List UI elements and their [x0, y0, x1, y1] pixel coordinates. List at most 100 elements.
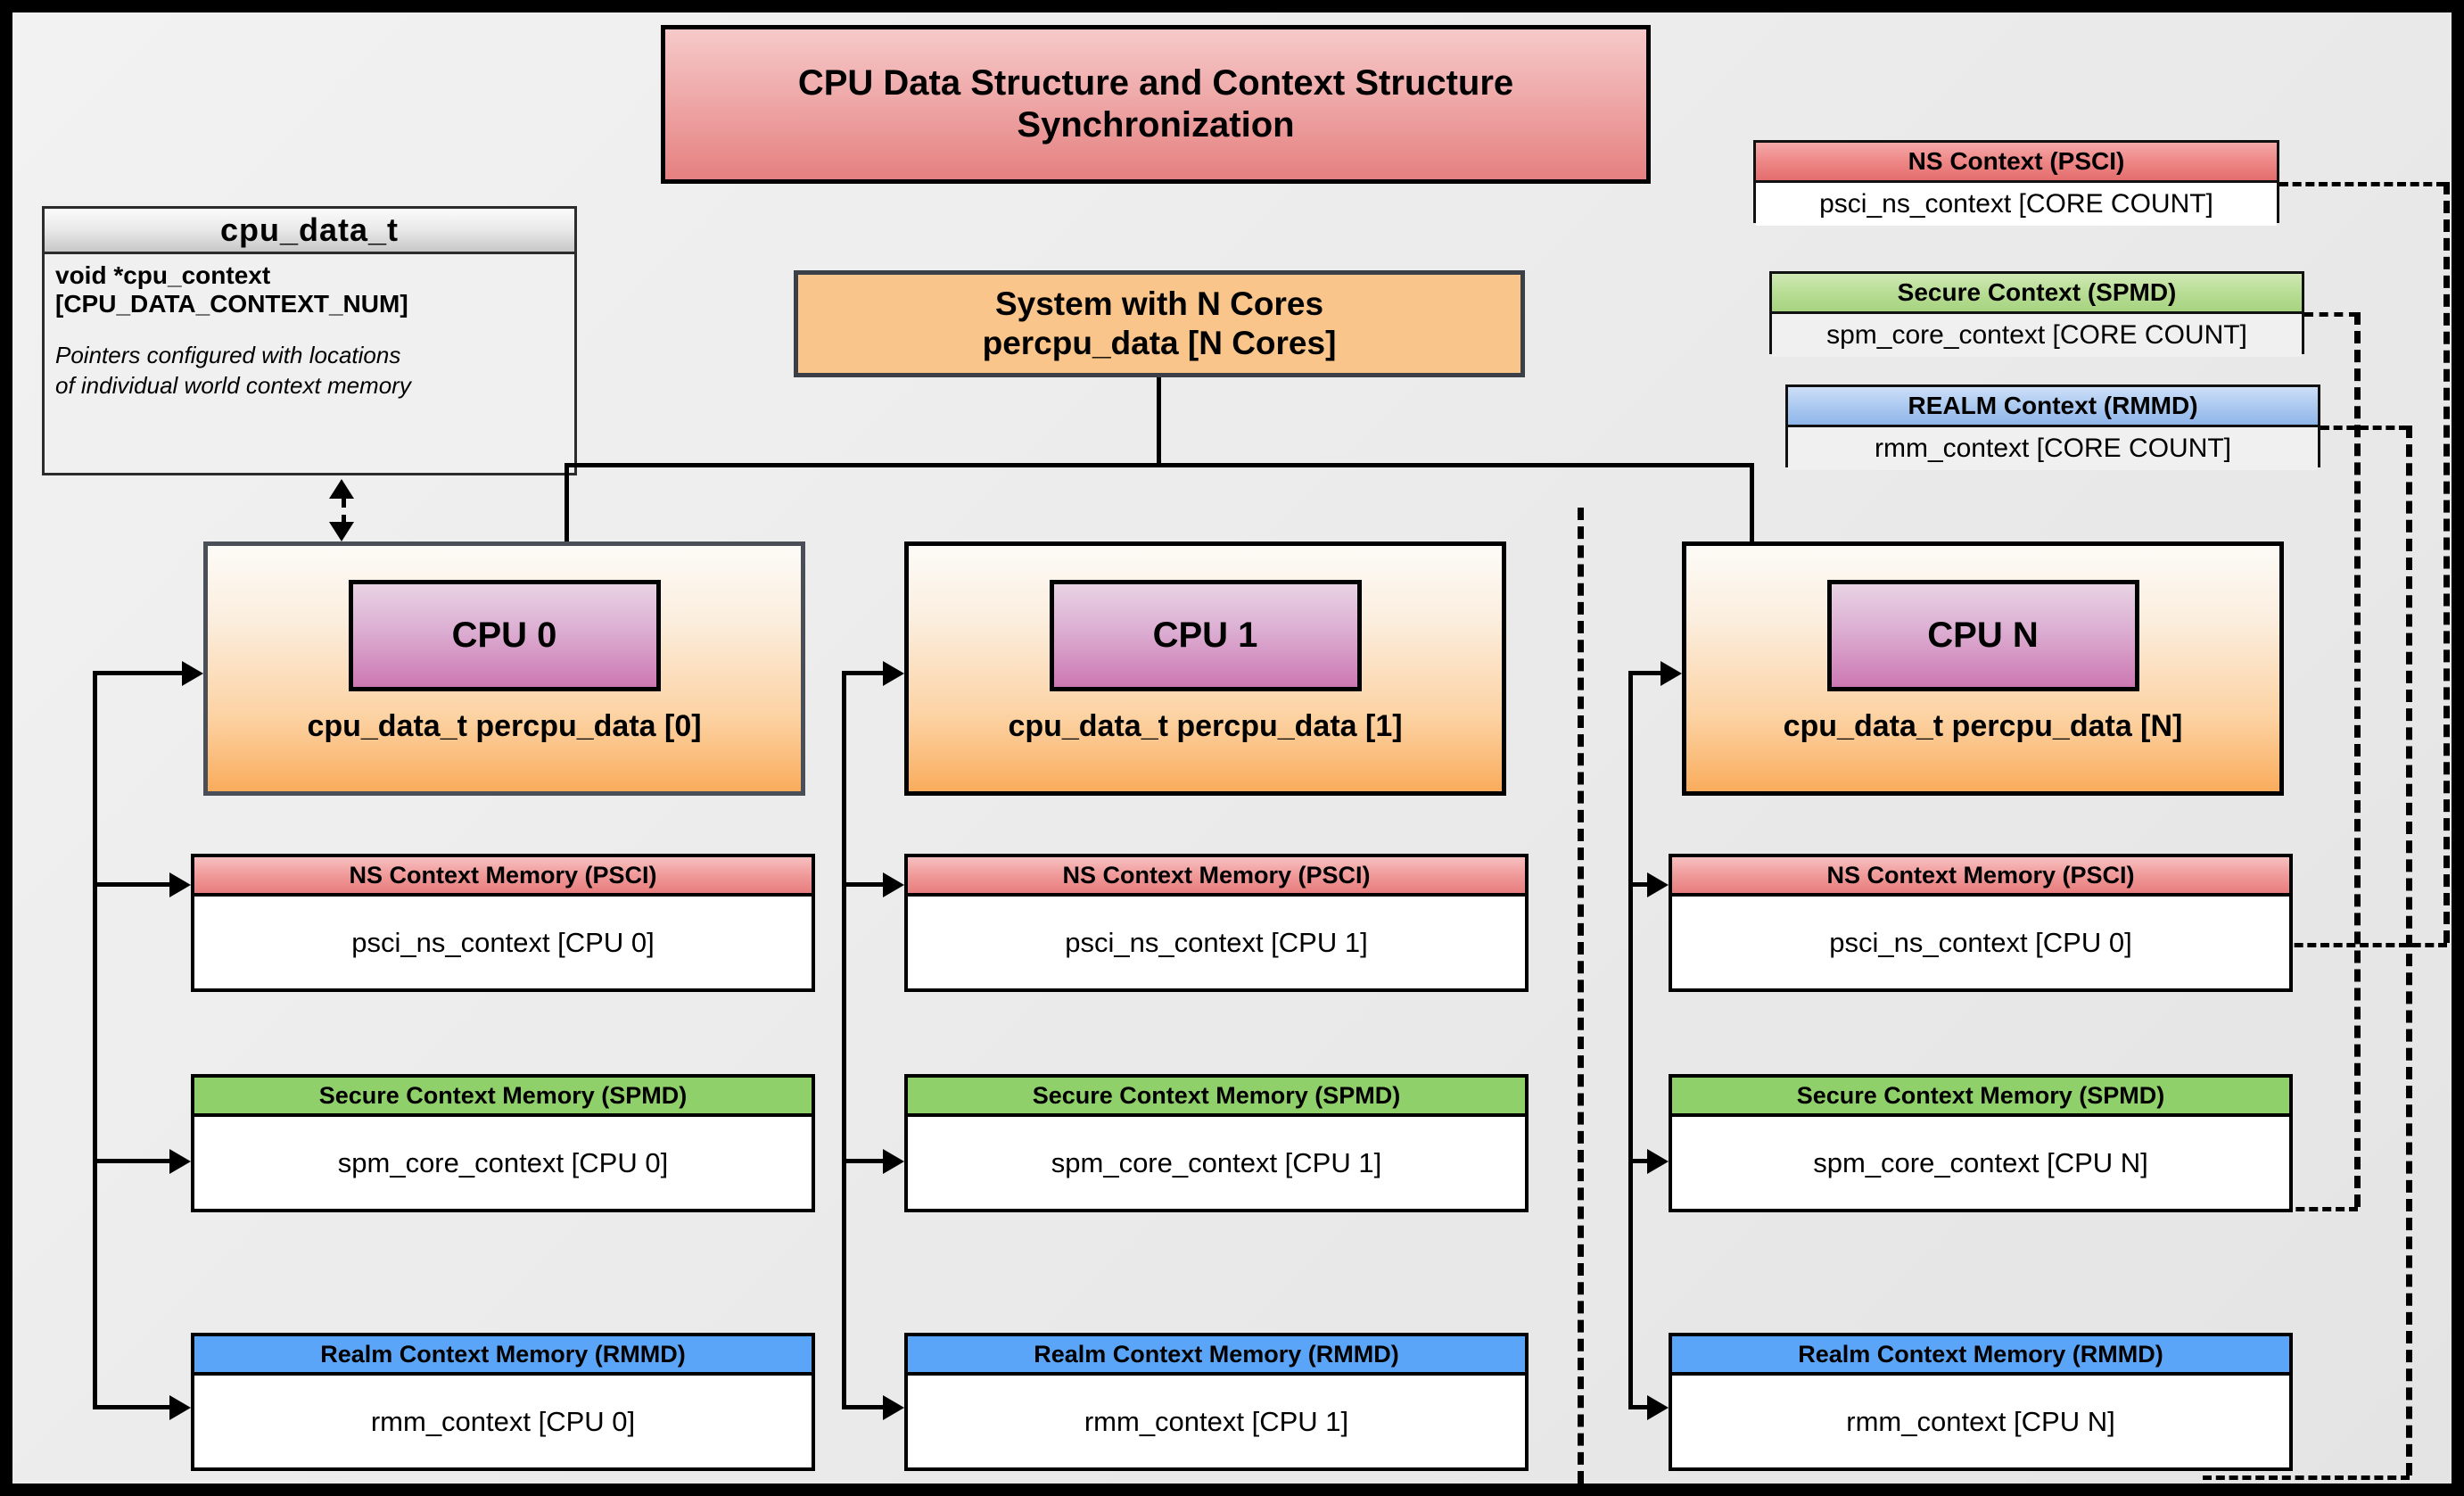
- global-context-realm-value-text: rmm_context [CORE COUNT]: [1874, 434, 2232, 463]
- cpun-pointer-branch-ns: [1628, 882, 1647, 887]
- tree-horizontal-bar: [564, 463, 1754, 467]
- cpun-pointer-arrow-ns: [1647, 872, 1669, 897]
- global-context-secure-header-text: Secure Context (SPMD): [1897, 278, 2177, 306]
- cpu1-memory-ns-value-text: psci_ns_context [CPU 1]: [1065, 926, 1368, 958]
- cpun-pointer-branch-secure: [1628, 1159, 1647, 1163]
- cpu0-memory-realm-value: rmm_context [CPU 0]: [194, 1376, 812, 1467]
- cpun-memory-ns: NS Context Memory (PSCI) psci_ns_context…: [1669, 854, 2293, 992]
- cpu-data-t-header: cpu_data_t: [45, 209, 574, 254]
- global-context-card-realm: REALM Context (RMMD) rmm_context [CORE C…: [1785, 384, 2320, 470]
- cpu1-pointer-branch-realm: [842, 1405, 883, 1409]
- cpu0-pointer-arrow-card: [182, 661, 203, 686]
- column-divider-dashed: [1578, 508, 1584, 1484]
- tree-trunk-vertical: [1157, 377, 1161, 467]
- cpu1-pointer-arrow-realm: [883, 1395, 904, 1420]
- cpu-chip-1: CPU 1: [1049, 580, 1362, 691]
- cpu1-pointer-branch-card: [842, 671, 883, 675]
- cpu1-memory-secure-header-text: Secure Context Memory (SPMD): [1032, 1081, 1401, 1109]
- global-context-ns-value-text: psci_ns_context [CORE COUNT]: [1819, 189, 2213, 219]
- cpu1-memory-ns-header-text: NS Context Memory (PSCI): [1062, 861, 1371, 889]
- struct-to-cpu0-arrowhead-down: [329, 522, 354, 541]
- cpu-chip-n: CPU N: [1826, 580, 2139, 691]
- cpu-card-n: CPU N cpu_data_t percpu_data [N]: [1682, 541, 2284, 796]
- global-context-ns-header-text: NS Context (PSCI): [1908, 147, 2125, 175]
- cpun-memory-ns-header: NS Context Memory (PSCI): [1672, 857, 2289, 897]
- cpu0-memory-ns-header-text: NS Context Memory (PSCI): [349, 861, 657, 889]
- cpu0-memory-realm: Realm Context Memory (RMMD) rmm_context …: [191, 1333, 815, 1471]
- cpu1-memory-realm-value-text: rmm_context [CPU 1]: [1084, 1405, 1349, 1437]
- cpun-memory-ns-value-text: psci_ns_context [CPU 0]: [1829, 926, 2132, 958]
- cpun-memory-secure-header: Secure Context Memory (SPMD): [1672, 1078, 2289, 1117]
- cpun-memory-secure-value: spm_core_context [CPU N]: [1672, 1117, 2289, 1209]
- cpu0-memory-secure-header: Secure Context Memory (SPMD): [194, 1078, 812, 1117]
- cpu1-memory-ns-header: NS Context Memory (PSCI): [908, 857, 1525, 897]
- system-box-line2: percpu_data [N Cores]: [982, 325, 1337, 361]
- cpun-pointer-arrow-card: [1661, 661, 1682, 686]
- cpu-chip-0-label: CPU 0: [451, 616, 557, 655]
- global-context-card-ns: NS Context (PSCI) psci_ns_context [CORE …: [1753, 140, 2279, 226]
- cpu-data-t-card: cpu_data_t void *cpu_context [CPU_DATA_C…: [42, 206, 577, 475]
- cpun-memory-secure: Secure Context Memory (SPMD) spm_core_co…: [1669, 1074, 2293, 1212]
- cpu0-pointer-branch-secure: [93, 1159, 169, 1163]
- struct-to-cpu0-dashed-line: [342, 499, 346, 524]
- cpu1-memory-secure-header: Secure Context Memory (SPMD): [908, 1078, 1525, 1117]
- cpu1-memory-secure-value: spm_core_context [CPU 1]: [908, 1117, 1525, 1209]
- cpu0-pointer-branch-ns: [93, 882, 169, 887]
- cpu-card-1-label: cpu_data_t percpu_data [1]: [1008, 709, 1403, 743]
- cpu-card-0-label: cpu_data_t percpu_data [0]: [307, 709, 702, 743]
- cpun-memory-realm: Realm Context Memory (RMMD) rmm_context …: [1669, 1333, 2293, 1471]
- cpu1-memory-realm-header: Realm Context Memory (RMMD): [908, 1336, 1525, 1376]
- global-context-ns-header: NS Context (PSCI): [1756, 143, 2277, 183]
- struct-to-cpu0-arrowhead-up: [329, 479, 354, 499]
- cpu-chip-0: CPU 0: [348, 580, 661, 691]
- system-box-line1: System with N Cores: [994, 285, 1324, 323]
- cpun-pointer-trunk: [1628, 671, 1633, 1409]
- global-context-secure-value-text: spm_core_context [CORE COUNT]: [1826, 320, 2247, 350]
- cpu0-pointer-trunk: [93, 671, 97, 1409]
- cpu0-pointer-branch-realm: [93, 1405, 169, 1409]
- cpu1-memory-ns: NS Context Memory (PSCI) psci_ns_context…: [904, 854, 1529, 992]
- cpu0-pointer-arrow-secure: [169, 1149, 191, 1174]
- cpu1-memory-ns-value: psci_ns_context [CPU 1]: [908, 897, 1525, 988]
- cpu-data-t-title: cpu_data_t: [219, 211, 400, 248]
- cpu1-memory-realm: Realm Context Memory (RMMD) rmm_context …: [904, 1333, 1529, 1471]
- cpu0-memory-realm-header-text: Realm Context Memory (RMMD): [320, 1340, 686, 1368]
- cpu-card-1: CPU 1 cpu_data_t percpu_data [1]: [904, 541, 1506, 796]
- dashed-link-ns-bottom: [2203, 943, 2447, 947]
- cpu-data-t-note-line1: Pointers configured with locations: [55, 342, 401, 369]
- cpun-memory-secure-value-text: spm_core_context [CPU N]: [1813, 1146, 2148, 1178]
- cpun-memory-ns-value: psci_ns_context [CPU 0]: [1672, 897, 2289, 988]
- cpu1-pointer-arrow-card: [883, 661, 904, 686]
- diagram-title: CPU Data Structure and Context Structure…: [661, 25, 1651, 184]
- cpu-data-t-note-line2: of individual world context memory: [55, 371, 411, 399]
- cpu0-memory-realm-header: Realm Context Memory (RMMD): [194, 1336, 812, 1376]
- cpu1-memory-realm-value: rmm_context [CPU 1]: [908, 1376, 1525, 1467]
- cpu0-pointer-arrow-ns: [169, 872, 191, 897]
- cpun-memory-realm-value: rmm_context [CPU N]: [1672, 1376, 2289, 1467]
- cpu1-pointer-trunk: [842, 671, 846, 1409]
- cpu1-pointer-arrow-secure: [883, 1149, 904, 1174]
- cpu-chip-n-label: CPU N: [1927, 616, 2039, 655]
- cpu0-memory-secure: Secure Context Memory (SPMD) spm_core_co…: [191, 1074, 815, 1212]
- cpu0-memory-secure-header-text: Secure Context Memory (SPMD): [318, 1081, 688, 1109]
- cpun-memory-realm-value-text: rmm_context [CPU N]: [1846, 1405, 2115, 1437]
- cpu1-pointer-branch-ns: [842, 882, 883, 887]
- global-context-realm-header: REALM Context (RMMD): [1788, 387, 2318, 427]
- cpu-data-t-field-line2: [CPU_DATA_CONTEXT_NUM]: [55, 290, 408, 318]
- cpu1-memory-realm-header-text: Realm Context Memory (RMMD): [1034, 1340, 1399, 1368]
- cpu-data-t-field-line1: void *cpu_context: [55, 261, 271, 289]
- cpu0-memory-ns-header: NS Context Memory (PSCI): [194, 857, 812, 897]
- dashed-link-realm-top: [2320, 426, 2408, 430]
- cpu-card-0: CPU 0 cpu_data_t percpu_data [0]: [203, 541, 805, 796]
- cpun-pointer-branch-realm: [1628, 1405, 1647, 1409]
- system-box: System with N Cores percpu_data [N Cores…: [794, 270, 1525, 377]
- dashed-link-secure-top: [2304, 312, 2358, 317]
- cpun-memory-realm-header-text: Realm Context Memory (RMMD): [1798, 1340, 2163, 1368]
- dashed-link-ns-top: [2279, 182, 2445, 186]
- global-context-realm-value: rmm_context [CORE COUNT]: [1788, 427, 2318, 470]
- cpun-memory-secure-header-text: Secure Context Memory (SPMD): [1796, 1081, 2165, 1109]
- tree-branch-cpu0: [564, 463, 569, 541]
- global-context-ns-value: psci_ns_context [CORE COUNT]: [1756, 183, 2277, 226]
- cpu-chip-1-label: CPU 1: [1152, 616, 1258, 655]
